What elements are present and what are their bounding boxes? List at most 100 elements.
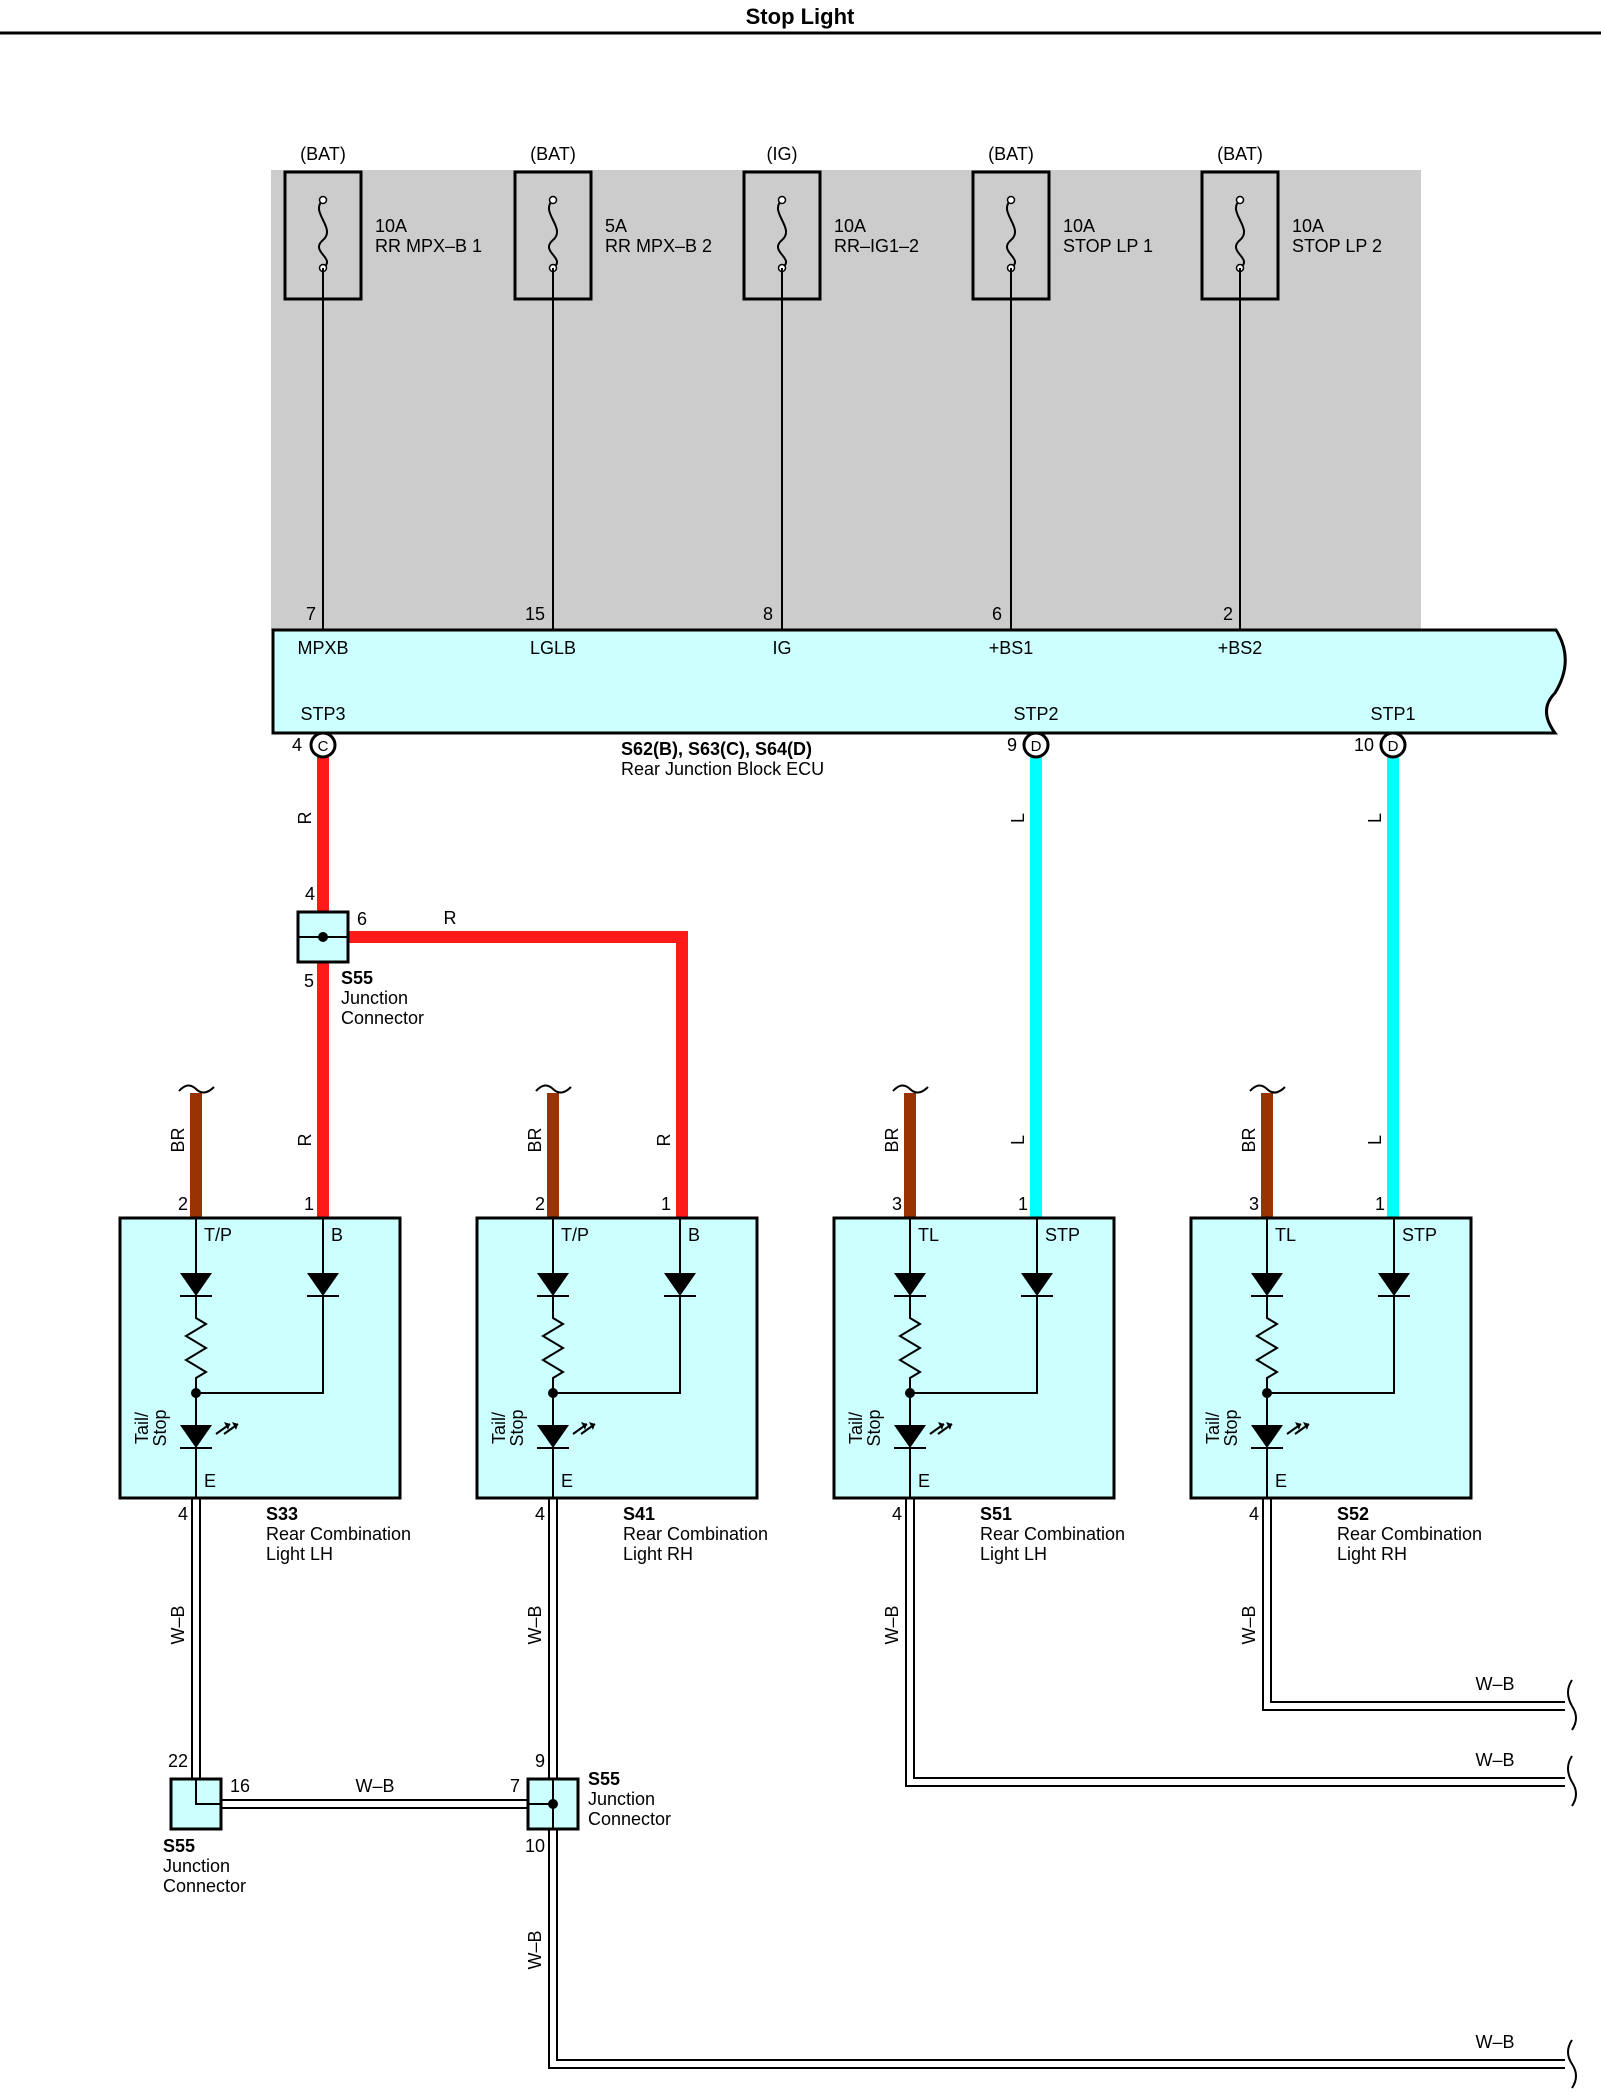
lamp-term-right: STP — [1402, 1225, 1437, 1245]
lamp-term-ground: E — [561, 1471, 573, 1491]
fuse-block-background — [271, 170, 1421, 630]
svg-text:10: 10 — [525, 1836, 545, 1856]
svg-text:R: R — [444, 908, 457, 928]
svg-text:BR: BR — [1239, 1127, 1259, 1152]
lamp-side-label-1: Tail/ — [489, 1412, 509, 1444]
svg-text:R: R — [654, 1134, 674, 1147]
lamp-name-1: Rear Combination — [980, 1524, 1125, 1544]
junction-connector-mid: 9 7 10 S55 Junction Connector — [510, 1751, 671, 1856]
lamp-term-ground: E — [918, 1471, 930, 1491]
fuse-5: (BAT) 10A STOP LP 2 2 +BS2 — [1200, 144, 1382, 658]
fuse-supply: (BAT) — [530, 144, 576, 164]
svg-text:W–B: W–B — [1239, 1605, 1259, 1644]
fuse-1: (BAT) 10A RR MPX–B 1 7 MPXB — [283, 144, 482, 658]
fuse-supply: (IG) — [767, 144, 798, 164]
svg-text:Connector: Connector — [163, 1876, 246, 1896]
svg-text:10: 10 — [1354, 735, 1374, 755]
lamp-code: S33 — [266, 1504, 298, 1524]
svg-text:R: R — [295, 1134, 315, 1147]
lamp-term-left: TL — [918, 1225, 939, 1245]
fuse-supply: (BAT) — [988, 144, 1034, 164]
fuse-2: (BAT) 5A RR MPX–B 2 15 LGLB — [513, 144, 712, 658]
fuse-3: (IG) 10A RR–IG1–2 8 IG — [742, 144, 919, 658]
lamp-pin-right: 1 — [661, 1194, 671, 1214]
ecu-output-stp1: STP1 — [1370, 704, 1415, 724]
svg-text:Connector: Connector — [341, 1008, 424, 1028]
ecu-block — [271, 628, 1567, 735]
lamp-4: 3 1 TL STP Tail/ Stop E 4 S52 Rear Comb — [1189, 1194, 1482, 1564]
ecu-pin: 6 — [992, 604, 1002, 624]
lamp-code: S52 — [1337, 1504, 1369, 1524]
ecu-pin: 8 — [763, 604, 773, 624]
lamp-name-1: Rear Combination — [623, 1524, 768, 1544]
lamp-side-label-2: Stop — [1221, 1409, 1241, 1446]
ground-wires — [191, 1498, 1565, 2069]
svg-text:S55: S55 — [341, 968, 373, 988]
svg-text:22: 22 — [168, 1751, 188, 1771]
lamp-pin-left: 2 — [178, 1194, 188, 1214]
ecu-connector-c: C 4 — [292, 731, 337, 759]
lamp-body — [1189, 1216, 1473, 1500]
svg-text:W–B: W–B — [1475, 1674, 1514, 1694]
page-title: Stop Light — [746, 4, 855, 29]
svg-text:W–B: W–B — [525, 1605, 545, 1644]
svg-text:Junction: Junction — [588, 1789, 655, 1809]
lamp-term-right: B — [688, 1225, 700, 1245]
lamp-term-left: T/P — [561, 1225, 589, 1245]
svg-text:W–B: W–B — [1475, 1750, 1514, 1770]
fuse-name: STOP LP 1 — [1063, 236, 1153, 256]
ecu-terminal: +BS1 — [989, 638, 1034, 658]
wire-code-labels: R L L R BR R BR R BR L BR L W–B W–B W–B … — [168, 812, 1515, 2053]
svg-text:R: R — [295, 812, 315, 825]
lamp-pin-ground: 4 — [1249, 1504, 1259, 1524]
fuse-icon — [1005, 199, 1017, 269]
lamp-pin-right: 1 — [1018, 1194, 1028, 1214]
lamp-side-label-1: Tail/ — [1203, 1412, 1223, 1444]
lamp-body — [832, 1216, 1116, 1500]
svg-text:Connector: Connector — [588, 1809, 671, 1829]
wire-break-icons — [178, 1084, 1286, 1094]
svg-text:L: L — [1008, 1135, 1028, 1145]
svg-text:4: 4 — [305, 884, 315, 904]
fuse-icon — [776, 199, 788, 269]
fuse-amp: 10A — [375, 216, 407, 236]
ecu-output-stp2: STP2 — [1013, 704, 1058, 724]
fuse-4: (BAT) 10A STOP LP 1 6 +BS1 — [971, 144, 1153, 658]
svg-text:S55: S55 — [163, 1836, 195, 1856]
fuse-icon — [547, 199, 559, 269]
svg-text:6: 6 — [357, 909, 367, 929]
lamp-circuit — [894, 1218, 1053, 1498]
svg-text:BR: BR — [882, 1127, 902, 1152]
lamp-circuit — [537, 1218, 696, 1498]
ecu-code: S62(B), S63(C), S64(D) — [621, 739, 812, 759]
lamp-term-right: STP — [1045, 1225, 1080, 1245]
svg-text:W–B: W–B — [882, 1605, 902, 1644]
lamp-name-2: Light RH — [623, 1544, 693, 1564]
svg-text:5: 5 — [304, 971, 314, 991]
fuse-name: STOP LP 2 — [1292, 236, 1382, 256]
lamp-code: S41 — [623, 1504, 655, 1524]
ecu-connector-d-1: D 9 — [1007, 731, 1050, 759]
fuse-supply: (BAT) — [300, 144, 346, 164]
lamp-pin-left: 3 — [1249, 1194, 1259, 1214]
lamp-2: 2 1 T/P B Tail/ Stop E 4 S41 Rear Combi — [475, 1194, 768, 1564]
svg-text:9: 9 — [535, 1751, 545, 1771]
lamp-pin-right: 1 — [1375, 1194, 1385, 1214]
lamp-pin-ground: 4 — [178, 1504, 188, 1524]
svg-text:Junction: Junction — [163, 1856, 230, 1876]
svg-text:9: 9 — [1007, 735, 1017, 755]
fuse-name: RR MPX–B 2 — [605, 236, 712, 256]
lamp-pin-ground: 4 — [535, 1504, 545, 1524]
junction-connector-top: 4 6 5 S55 Junction Connector — [296, 884, 424, 1028]
ground-break-icons — [1567, 1679, 1577, 2089]
lamp-3: 3 1 TL STP Tail/ Stop E 4 S51 Rear Comb — [832, 1194, 1125, 1564]
lamp-name-2: Light LH — [266, 1544, 333, 1564]
lamp-pin-right: 1 — [304, 1194, 314, 1214]
lamp-code: S51 — [980, 1504, 1012, 1524]
svg-text:S55: S55 — [588, 1769, 620, 1789]
ecu-output-stp3: STP3 — [300, 704, 345, 724]
fuse-group: (BAT) 10A RR MPX–B 1 7 MPXB (BAT) 5A RR … — [283, 144, 1382, 658]
svg-text:4: 4 — [292, 735, 302, 755]
lamp-1: 2 1 T/P B Tail/ Stop E 4 S33 Rear Combi — [118, 1194, 411, 1564]
